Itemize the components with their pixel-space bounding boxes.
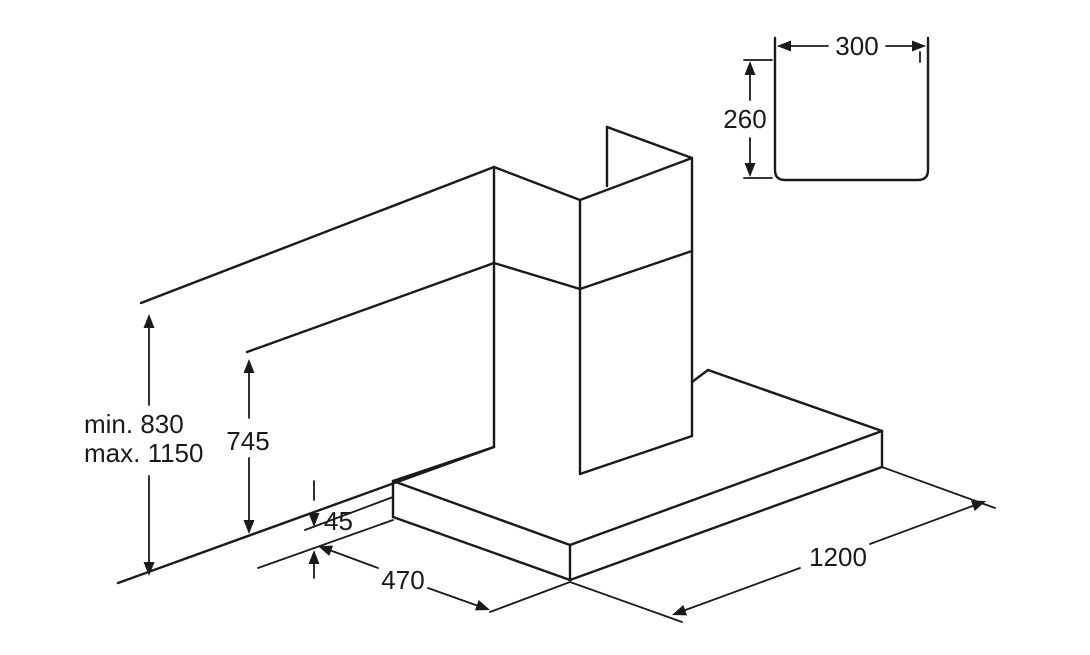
duct-depth-arrow-bottom: [744, 163, 756, 177]
chimney-height-max-label: max. 1150: [84, 438, 203, 468]
duct-depth-label: 260: [723, 104, 766, 134]
extension-lines: [257, 466, 996, 623]
canopy: [391, 368, 884, 582]
duct-depth-arrow-top: [744, 61, 756, 75]
dimension-canopy-height: 745: [226, 359, 270, 534]
duct-width-arrow-left: [777, 40, 791, 52]
ceiling-line: [139, 165, 496, 305]
canopy-width-line-left: [679, 567, 801, 613]
dimension-duct-depth: 260: [723, 59, 773, 179]
canopy-depth-line-left: [323, 547, 379, 569]
wall-lines: [116, 165, 496, 585]
chimney-height-arrow-top: [143, 314, 155, 328]
canopy-height-label: 745: [226, 426, 269, 456]
canopy-width-label: 1200: [809, 542, 867, 572]
canopy-bottom-extension: [257, 519, 394, 569]
canopy-width-left-extension: [569, 581, 683, 623]
duct-outline: [773, 36, 930, 182]
dimension-canopy-depth: 470: [316, 540, 492, 616]
chimney-joint-line: [245, 261, 496, 354]
canopy-width-arrow-right: [970, 495, 988, 511]
canopy-height-arrow-top: [243, 359, 255, 373]
canopy-width-line-right: [869, 503, 979, 545]
canopy-depth-front-extension: [489, 581, 571, 613]
canopy-depth-label: 470: [381, 565, 424, 595]
canopy-top-extension: [304, 496, 394, 531]
canopy-thickness-label: 45: [324, 506, 353, 536]
duct-width-label: 300: [835, 31, 878, 61]
wall-base-line: [116, 445, 496, 585]
chimney-height-min-label: min. 830: [84, 409, 184, 439]
dimension-chimney-height: min. 830 max. 1150: [84, 314, 203, 576]
dimension-canopy-width: 1200: [670, 495, 988, 621]
canopy-depth-line-right: [427, 587, 485, 609]
canopy-depth-arrow-right: [474, 600, 492, 616]
duct-cross-section: [773, 36, 930, 182]
chimney: [492, 125, 694, 476]
duct-width-arrow-right: [912, 40, 926, 52]
dimension-duct-width: 300: [777, 31, 926, 61]
canopy-thickness-arrow-up: [308, 550, 320, 564]
dimension-canopy-thickness: 45: [308, 480, 353, 579]
canopy-height-arrow-bottom: [243, 520, 255, 534]
